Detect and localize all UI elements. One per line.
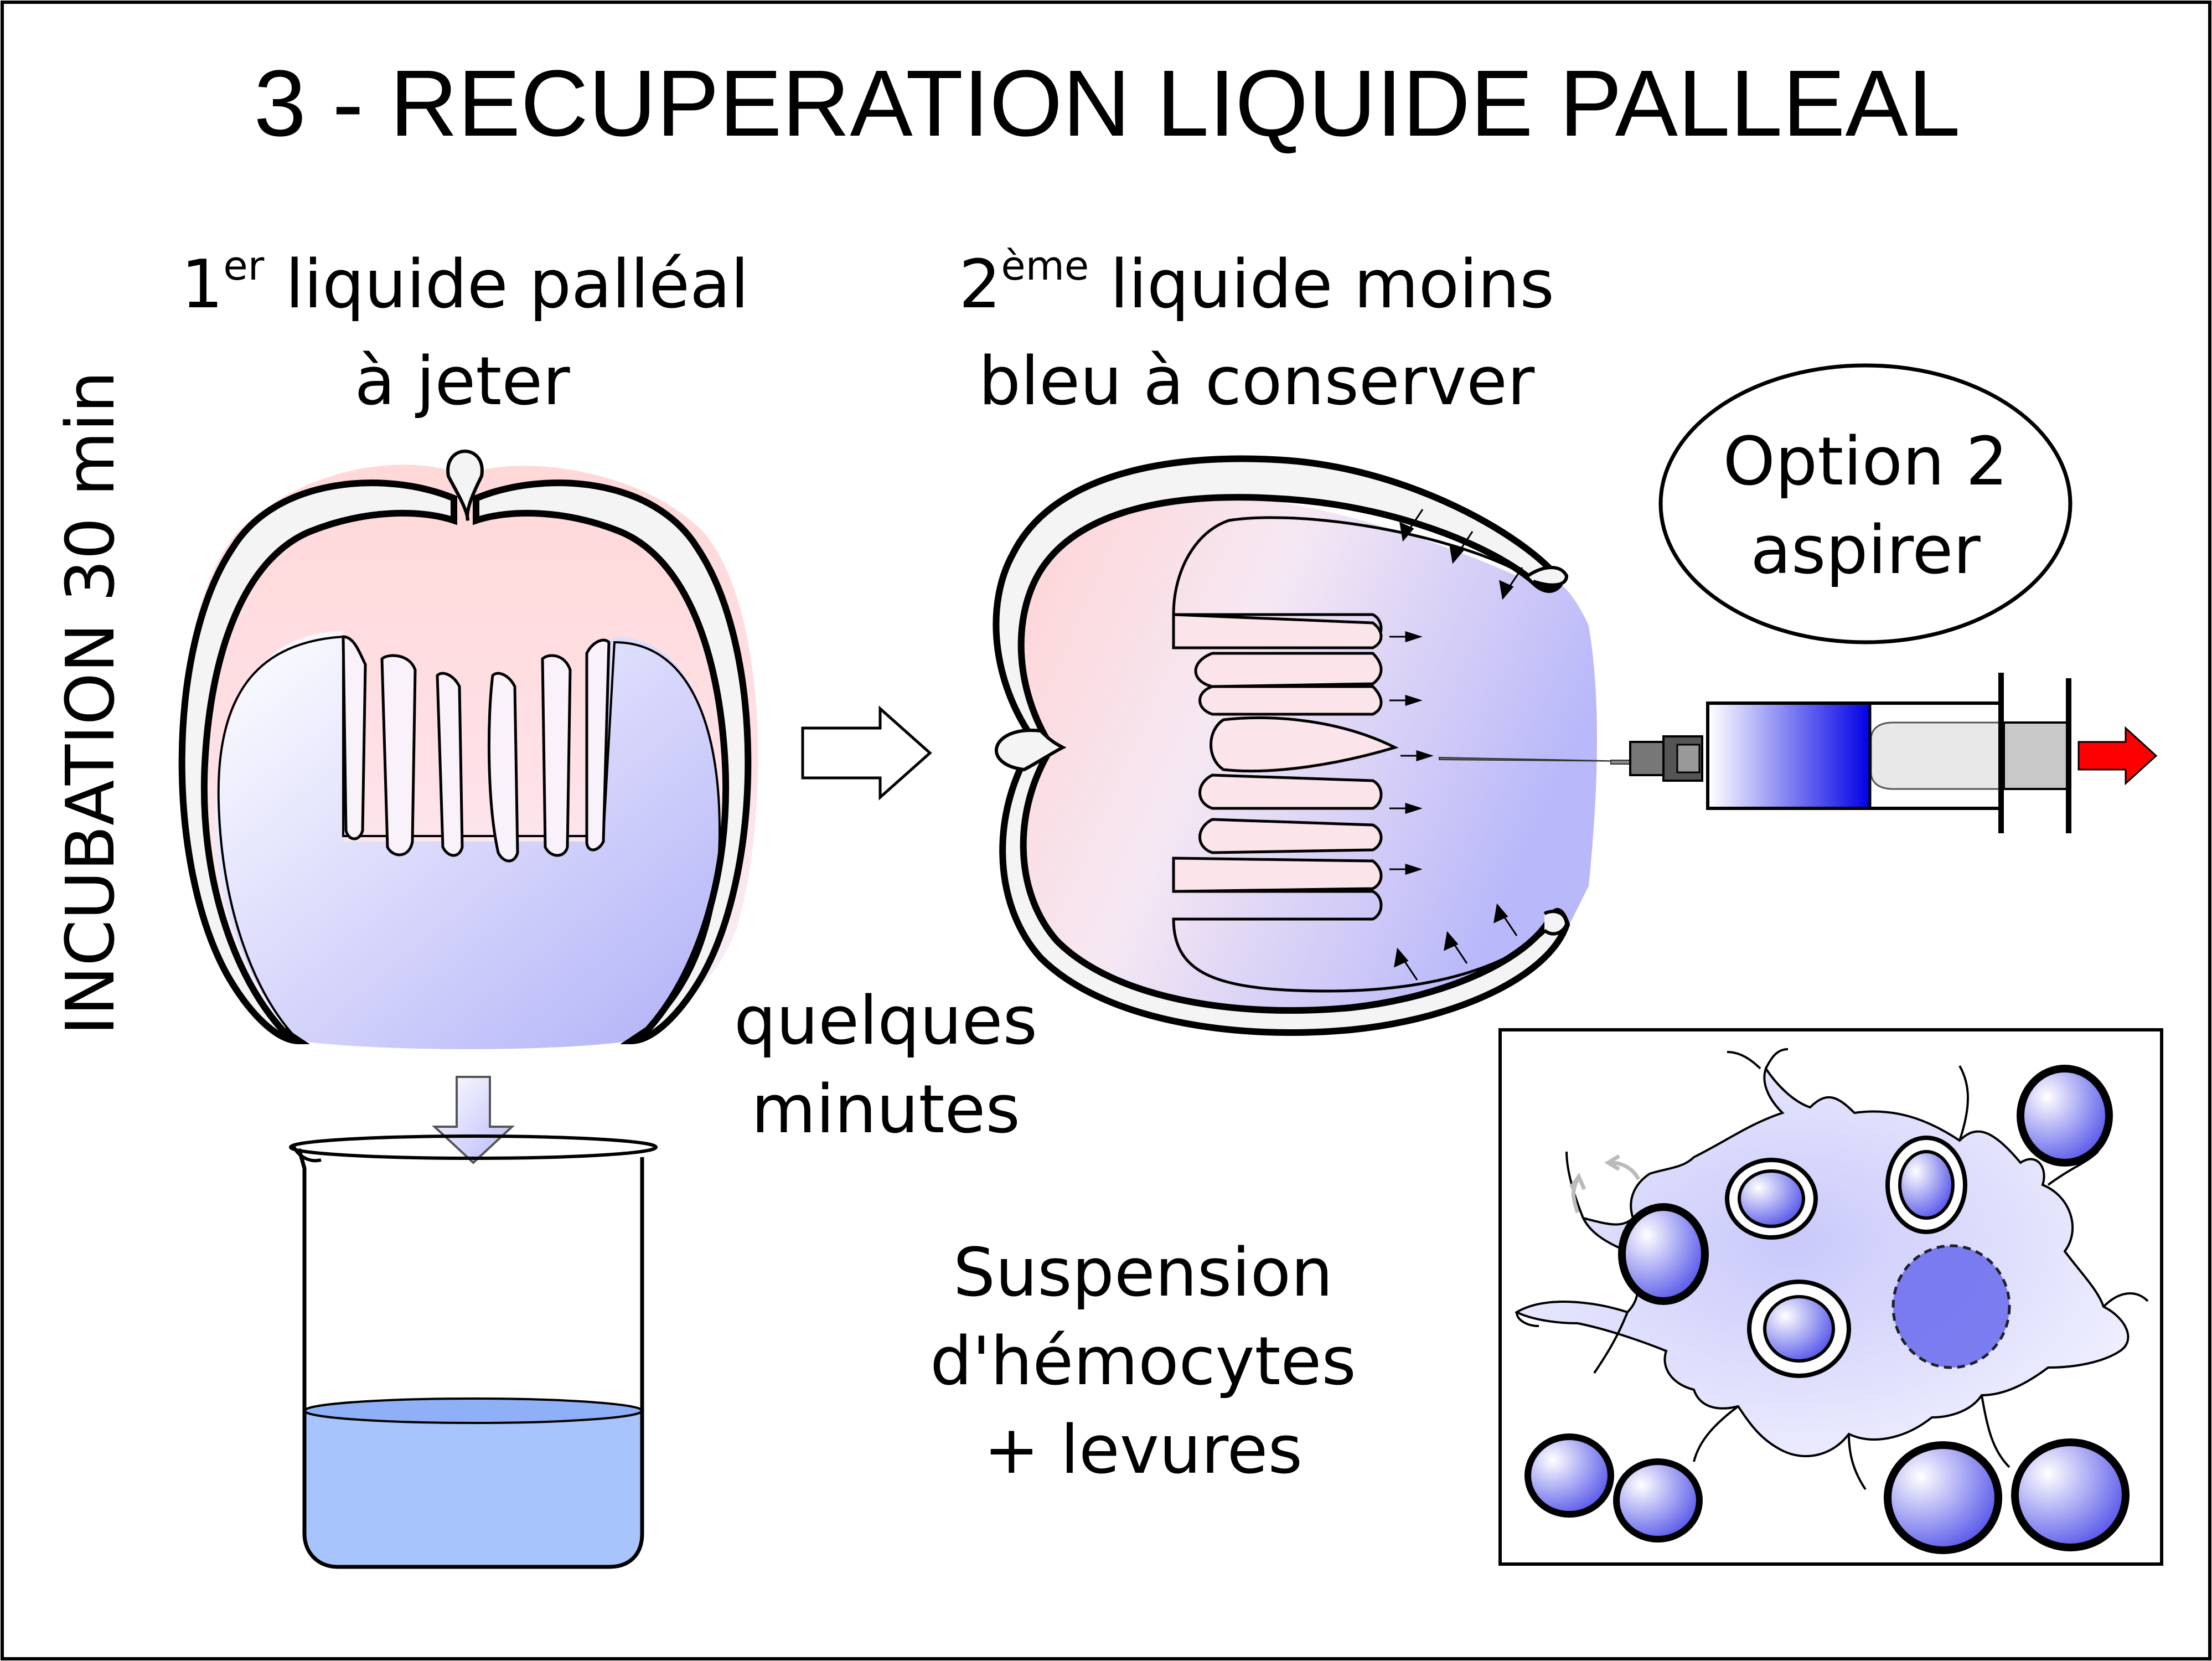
mussel2-shell-lip-lower [1543,910,1569,936]
lamella [1198,773,1383,810]
step2-line1-text: liquide moins [1089,246,1554,323]
delay-line2: minutes [751,1071,1020,1148]
pseudopod [1848,1433,1867,1490]
motion-arrows [1569,1154,1641,1214]
flow-arrows [1389,509,1523,981]
syringe-contents [1709,705,1870,807]
lamella [1198,685,1383,716]
lamella [585,638,611,852]
yeast-free [2011,1438,2130,1551]
lamella [1172,613,1383,649]
yeast-free [1618,1203,1709,1305]
motion-arrow [1610,1160,1641,1180]
beaker-liquid-surface [303,1397,643,1424]
hemocyte-inset [1498,1028,2163,1566]
beaker-glass [297,1148,644,1569]
lamella [380,654,417,857]
yeast-free [1613,1458,1703,1543]
motion-arrow-head [1569,1172,1586,1190]
syringe-plunger-tip [1870,721,2011,790]
step1-caption-line1: 1er liquide palléal [181,243,749,323]
lamella [487,672,519,863]
option-line2: aspirer [1750,512,1981,589]
pseudopod [2102,1292,2149,1308]
incubation-label: INCUBATION 30 min [53,371,130,1035]
step2-superscript: ème [1001,243,1089,289]
lamella [1194,652,1383,688]
syringe-plunger-rod [2003,721,2069,790]
pseudopod [1516,1312,1539,1327]
yeast-free [2017,1065,2113,1167]
option-line1: Option 2 [1723,424,2008,501]
delay-line1: quelques [734,983,1037,1060]
page-title: 3 - RECUPERATION LIQUIDE PALLEAL [254,51,1961,156]
lamella [541,654,572,857]
suspension-line1: Suspension [953,1235,1333,1312]
mussel2-gill-lamellae [1172,613,1399,893]
mussel1-hinge [446,450,484,521]
pseudopod [1958,1065,1969,1141]
mussel-open-illustration [178,450,758,1049]
transition-arrow [801,705,932,801]
lamella [1172,857,1383,893]
mussel1-inner-outline [217,635,721,1042]
mussel1-gill-area [215,631,720,1049]
pseudopod [1693,1405,1739,1462]
step1-caption-line2: à jeter [354,343,570,420]
step1-number: 1 [181,246,223,323]
step1-line1-text: liquide palléal [264,246,749,323]
needle-in-mussel [1439,756,1634,762]
lamella [436,672,464,857]
mussel2-gill-outline [1172,516,1557,993]
pseudopod [1565,1151,1584,1219]
step2-caption-line1: 2ème liquide moins [959,243,1554,323]
mussel2-hinge [994,729,1067,772]
mussel-side-illustration [993,455,1634,1036]
syringe-luer-grip [1676,744,1701,773]
suspension-line2: d'hémocytes [930,1323,1356,1400]
motion-arrow-head [1604,1154,1620,1172]
step1-superscript: er [223,243,264,289]
yeast-free [1884,1441,2002,1554]
pseudopod [1727,1048,1789,1070]
step2-number: 2 [959,246,1001,323]
pseudopod [1593,1312,1629,1374]
yeast-internalized [1885,1136,1967,1234]
lamella [342,635,367,840]
option-bubble [1658,363,2073,644]
cell-nucleus [1891,1244,2011,1369]
pull-arrow-red [2077,726,2158,786]
pseudopod [1981,1395,2011,1468]
beaker-rim [289,1134,658,1160]
beaker-spout [292,1145,322,1163]
suspension-line3: + levures [984,1412,1303,1489]
pour-arrow [431,1076,515,1164]
beaker-liquid [304,1409,642,1567]
yeast-internalized [1725,1158,1818,1240]
yeast-internalized [1747,1280,1851,1378]
lamella [1210,716,1399,773]
mussel1-gill-lamellae [342,635,611,863]
free-yeasts [1524,1065,2130,1554]
syringe-illustration [1610,673,2158,833]
internalized-yeasts [1725,1136,2011,1378]
syringe-needle-hub [1629,741,1665,776]
yeast-free [1524,1433,1614,1518]
mussel2-shell-lip-upper [1527,566,1569,587]
step2-caption-line2: bleu à conserver [979,343,1535,420]
lamella [1198,818,1383,854]
beaker-illustration [289,1134,658,1569]
